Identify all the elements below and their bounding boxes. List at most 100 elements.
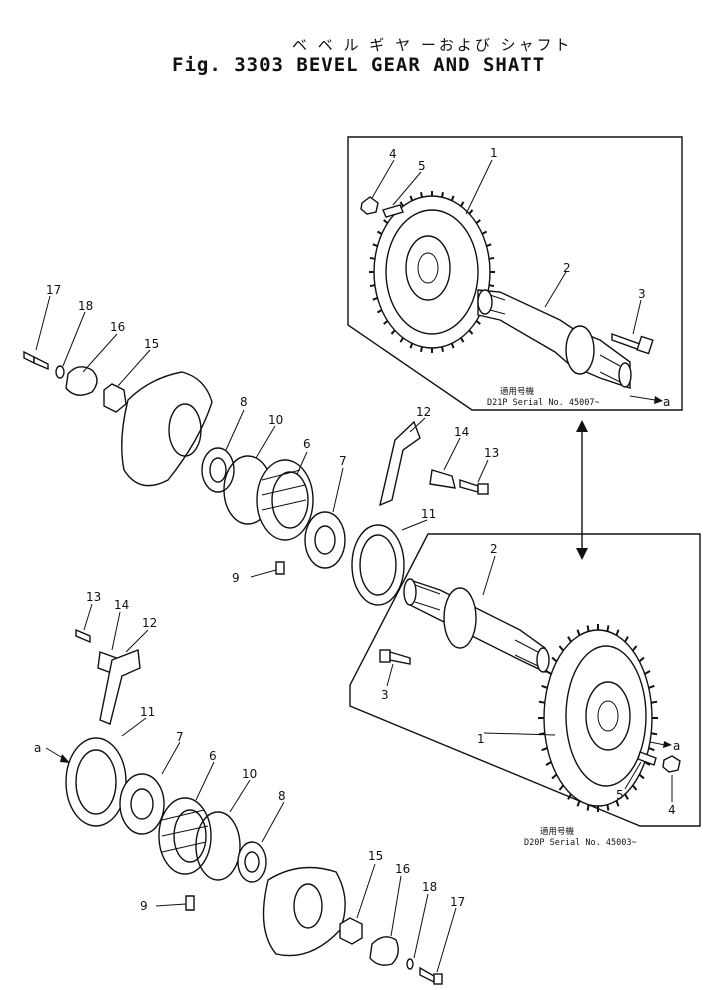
gear-tooth [460,337,465,343]
label-13-lower: 13 [86,590,101,604]
gear-tooth [372,243,378,247]
left-lower-assembly: 13 14 12 11 7 6 10 8 9 15 16 18 17 a [34,590,465,985]
label-7-lower: 7 [176,730,184,744]
label-18: 18 [78,299,93,313]
gear-tooth [567,636,572,643]
bolt-upper [611,333,654,355]
label-10: 10 [268,413,283,427]
gear-tooth [551,656,558,663]
label-8-lower: 8 [278,789,286,803]
gear-tooth [545,670,552,675]
gear-tooth [615,800,620,807]
nut-lower [662,755,681,773]
label-10-lower: 10 [242,767,257,781]
upper-variant-box: a 4 5 1 2 3 適用号機 D21P Serial No. 45007~ [347,136,683,411]
gear-tooth [541,684,548,689]
label-17-lower: 17 [450,895,465,909]
gear-tooth [369,284,376,288]
label-14: 14 [454,425,469,439]
gear-tooth [468,209,474,215]
gear-tooth [420,346,423,352]
gear-tooth [376,309,383,314]
label-16: 16 [110,320,125,334]
gear-tooth [376,230,383,235]
gear-tooth [606,625,610,632]
gear-tooth [475,219,481,224]
label-4-lower: 4 [668,803,676,817]
gear-tooth [545,761,552,766]
gear-tooth [538,700,545,704]
serial-upper: D21P Serial No. 45007~ [487,398,600,408]
lower-variant-box: a 2 3 1 5 4 適用号機 D20P Serial No. 45003~ [349,533,701,848]
arrow-label-a-upper: a [663,395,670,409]
gear-tooth [606,804,610,811]
left-upper-assembly: 17 18 16 15 8 10 6 7 12 14 13 11 9 [23,283,499,606]
gear-tooth [586,625,590,632]
gear-tooth [468,329,474,335]
gear-tooth [638,656,645,663]
label-8: 8 [240,395,248,409]
shaft-upper [477,289,632,389]
gear-tooth [551,773,558,780]
arrow-label-a-left: a [34,741,41,755]
applicability-lower: 適用号機 [540,826,575,837]
lock-plate-lower [637,751,657,766]
label-17: 17 [46,283,61,297]
label-7: 7 [339,454,347,468]
gear-tooth [450,343,455,349]
gear-tooth [541,747,548,752]
gear-tooth [631,784,638,791]
bolt-lower [379,649,411,665]
nut-upper [360,196,379,215]
label-12-lower: 12 [142,616,157,630]
figure-title: Fig. 3303 BEVEL GEAR AND SHATT [172,54,546,76]
gear-tooth [390,329,396,335]
gear-tooth [624,636,629,643]
gear-tooth [441,346,444,352]
gear-tooth [558,645,565,652]
gear-tooth [486,243,492,247]
gear-tooth [441,192,444,198]
gear-tooth [586,804,590,811]
applicability-upper: 適用号機 [500,386,535,397]
gear-tooth [383,219,389,224]
gear-tooth [651,700,658,704]
figure-title-japanese: ベ ベ ル ギ ヤ ーおよび シャフト [292,36,573,54]
shaft-lower [403,578,550,674]
label-1-lower: 1 [477,732,485,746]
label-1-upper: 1 [490,146,498,160]
gear-tooth [399,337,404,343]
gear-tooth [420,192,423,198]
gear-tooth [481,230,488,235]
gear-tooth [567,793,572,800]
gear-tooth [576,629,581,636]
gear-tooth [369,256,376,260]
arrow-label-a-lower: a [673,739,680,753]
label-13: 13 [484,446,499,460]
label-2-lower: 2 [490,542,498,556]
gear-tooth [624,793,629,800]
label-9: 9 [232,571,240,585]
label-9-lower: 9 [140,899,148,913]
gear-tooth [372,297,378,301]
label-5-lower: 5 [616,788,624,802]
gear-tooth [409,343,414,349]
ring-gear-lower [538,624,658,812]
gear-tooth [644,670,651,675]
gear-tooth [488,256,495,260]
gear-tooth [631,645,638,652]
gear-tooth [450,195,455,201]
gear-tooth [615,629,620,636]
label-12: 12 [416,405,431,419]
gear-tooth [651,732,658,736]
serial-lower: D20P Serial No. 45003~ [524,838,637,848]
gear-tooth [475,320,481,325]
label-3-upper: 3 [638,287,646,301]
gear-tooth [409,195,414,201]
gear-tooth [648,747,655,752]
label-15: 15 [144,337,159,351]
gear-tooth [383,320,389,325]
gear-tooth [399,201,404,207]
label-14-lower: 14 [114,598,129,612]
